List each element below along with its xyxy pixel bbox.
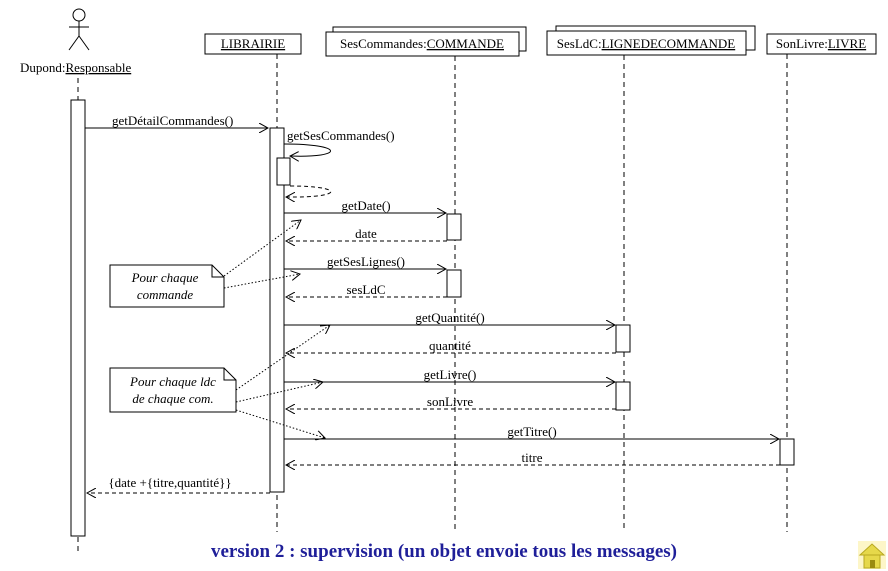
object-librairie-label: LIBRAIRIE — [221, 36, 285, 51]
msg-getseslignes: getSesLignes() — [327, 254, 405, 269]
object-sonlivre-label: SonLivre:LIVRE — [776, 36, 866, 51]
object-sonlivre: SonLivre:LIVRE — [766, 33, 877, 55]
msg-sesldc: sesLdC — [347, 282, 386, 297]
msg-titre: titre — [522, 450, 543, 465]
actor-dupond: Dupond:Responsable — [20, 8, 131, 75]
object-sesldc-label: SesLdC:LIGNEDECOMMANDE — [557, 36, 735, 51]
msg-quantite: quantité — [429, 338, 471, 353]
msg-return-result: {date +{titre,quantité}} — [108, 475, 231, 490]
msg-sonlivre: sonLivre — [427, 394, 473, 409]
note2-line1: Pour chaque ldc — [129, 374, 216, 389]
object-sesldc: SesLdC:LIGNEDECOMMANDE — [546, 25, 756, 56]
note-connectors — [223, 220, 330, 438]
object-sescommandes-label: SesCommandes:COMMANDE — [340, 36, 504, 51]
note-pour-chaque-commande: Pour chaque commande — [109, 264, 225, 308]
actor-label: Dupond:Responsable — [20, 60, 131, 75]
object-sescommandes: SesCommandes:COMMANDE — [325, 26, 527, 57]
note1-line1: Pour chaque — [131, 270, 199, 285]
msg-gettitre: getTitre() — [507, 424, 556, 439]
note2-line2: de chaque com. — [132, 391, 213, 406]
msg-getlivre: getLivre() — [424, 367, 477, 382]
home-icon[interactable] — [858, 541, 886, 569]
note1-line2: commande — [137, 287, 194, 302]
msg-getsescommandes: getSesCommandes() — [287, 128, 395, 143]
message-arrows — [85, 128, 780, 493]
note-pour-chaque-ldc: Pour chaque ldc de chaque com. — [109, 367, 237, 413]
msg-getquantite: getQuantité() — [415, 310, 484, 325]
msg-getdate: getDate() — [341, 198, 390, 213]
msg-date: date — [355, 226, 377, 241]
activation-bars — [70, 99, 795, 537]
msg-getdetailcommandes: getDétailCommandes() — [112, 113, 233, 128]
diagram-caption: version 2 : supervision (un objet envoie… — [210, 541, 678, 562]
object-librairie: LIBRAIRIE — [204, 33, 302, 55]
